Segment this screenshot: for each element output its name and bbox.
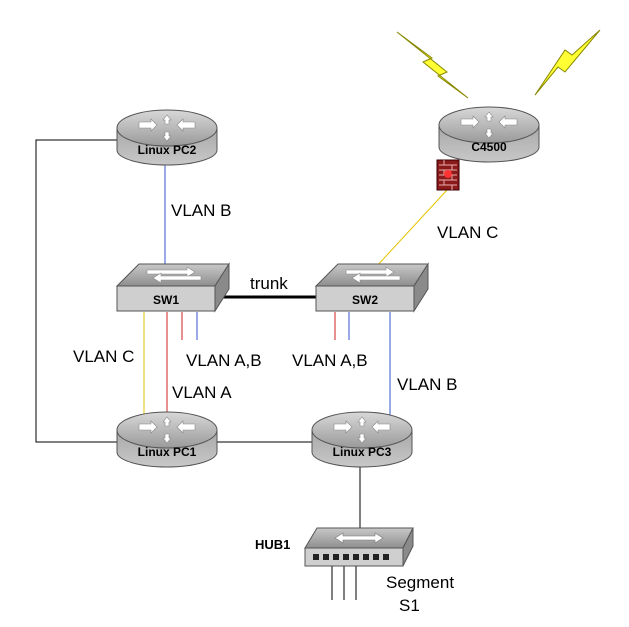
router-linux-pc1[interactable]: Linux PC1 [116,411,218,468]
device-label-linux-pc1: Linux PC1 [138,445,197,459]
cable-pc2-pc1 [35,139,118,443]
device-label-sw2: SW2 [352,293,378,307]
hub-hub1[interactable] [304,527,414,567]
segment-label: Segment [386,573,454,592]
link-label-vlan-a: VLAN A [172,383,232,402]
device-label-linux-pc2: Linux PC2 [138,143,197,157]
link-label-vlan-b-right: VLAN B [397,375,457,394]
firewall-icon [436,159,460,191]
router-linux-pc2[interactable]: Linux PC2 [116,109,218,166]
device-label-hub1: HUB1 [255,537,290,552]
link-label-vlan-c-left: VLAN C [73,347,134,366]
link-label-vlan-c-right: VLAN C [437,223,498,242]
switch-sw1[interactable]: SW1 [116,263,230,312]
router-linux-pc3[interactable]: Linux PC3 [311,411,413,468]
vlan-c-link-sw2-c4500 [374,189,448,269]
segment-id-label: S1 [399,596,420,615]
link-label-vlan-ab-sw2: VLAN A,B [292,351,368,370]
link-label-vlan-ab-sw1: VLAN A,B [186,351,262,370]
link-label-trunk: trunk [250,274,288,293]
switch-sw2[interactable]: SW2 [315,263,429,312]
router-c4500[interactable]: C4500 [438,106,540,163]
device-label-linux-pc3: Linux PC3 [333,445,392,459]
link-label-vlan-b-top: VLAN B [171,201,231,220]
device-label-sw1: SW1 [153,293,179,307]
lightning-bolt-left-icon [396,31,469,99]
lightning-bolt-right-icon [534,29,601,96]
device-label-c4500: C4500 [471,140,507,154]
